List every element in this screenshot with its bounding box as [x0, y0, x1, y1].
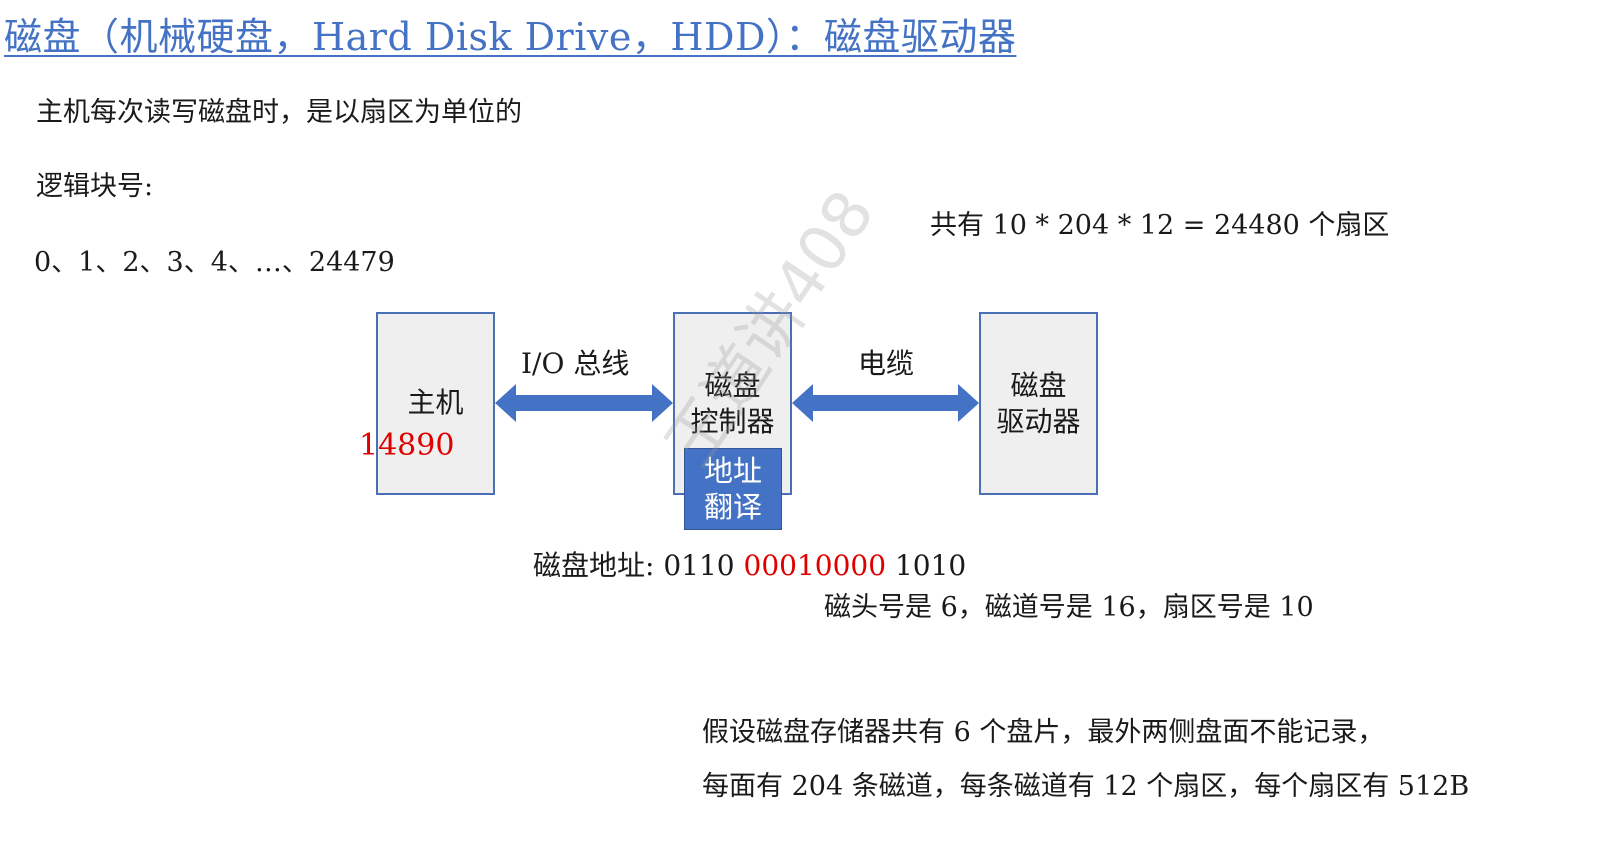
intro-text: 主机每次读写磁盘时，是以扇区为单位的	[36, 97, 522, 128]
logical-block-label: 逻辑块号:	[36, 171, 154, 202]
host-block-number: 14890	[359, 428, 455, 463]
page-title: 磁盘（机械硬盘，Hard Disk Drive，HDD）：磁盘驱动器	[4, 15, 1017, 59]
disk-address-sector: 1010	[894, 549, 967, 582]
host-box	[376, 312, 495, 495]
controller-label-1: 磁盘	[704, 369, 761, 402]
disk-address-label: 磁盘地址:	[533, 549, 655, 582]
drive-box	[979, 312, 1098, 495]
address-translation-label-1: 地址	[703, 454, 762, 488]
logical-block-range: 0、1、2、3、4、…、24479	[34, 247, 395, 278]
io-bus-arrow	[495, 384, 673, 422]
drive-label-1: 磁盘	[1010, 369, 1067, 402]
cable-label: 电缆	[858, 347, 915, 380]
total-sectors: 共有 10 * 204 * 12 = 24480 个扇区	[930, 210, 1390, 241]
disk-address-track: 00010000	[743, 549, 887, 582]
address-translation-label-2: 翻译	[703, 490, 762, 524]
disk-address-head: 0110	[663, 549, 735, 582]
cable-arrow	[792, 384, 979, 422]
host-label: 主机	[407, 386, 464, 419]
disk-address: 磁盘地址: 0110 00010000 1010	[533, 544, 966, 584]
assumption-line-2: 每面有 204 条磁道，每条磁道有 12 个扇区，每个扇区有 512B	[702, 771, 1470, 802]
io-bus-label: I/O 总线	[521, 347, 630, 380]
controller-label-2: 控制器	[690, 405, 775, 438]
assumption-line-1: 假设磁盘存储器共有 6 个盘片，最外两侧盘面不能记录，	[702, 717, 1385, 748]
drive-label-2: 驱动器	[996, 405, 1081, 438]
address-translation-box: 地址 翻译	[684, 448, 782, 530]
address-meaning: 磁头号是 6，磁道号是 16，扇区号是 10	[824, 592, 1314, 623]
